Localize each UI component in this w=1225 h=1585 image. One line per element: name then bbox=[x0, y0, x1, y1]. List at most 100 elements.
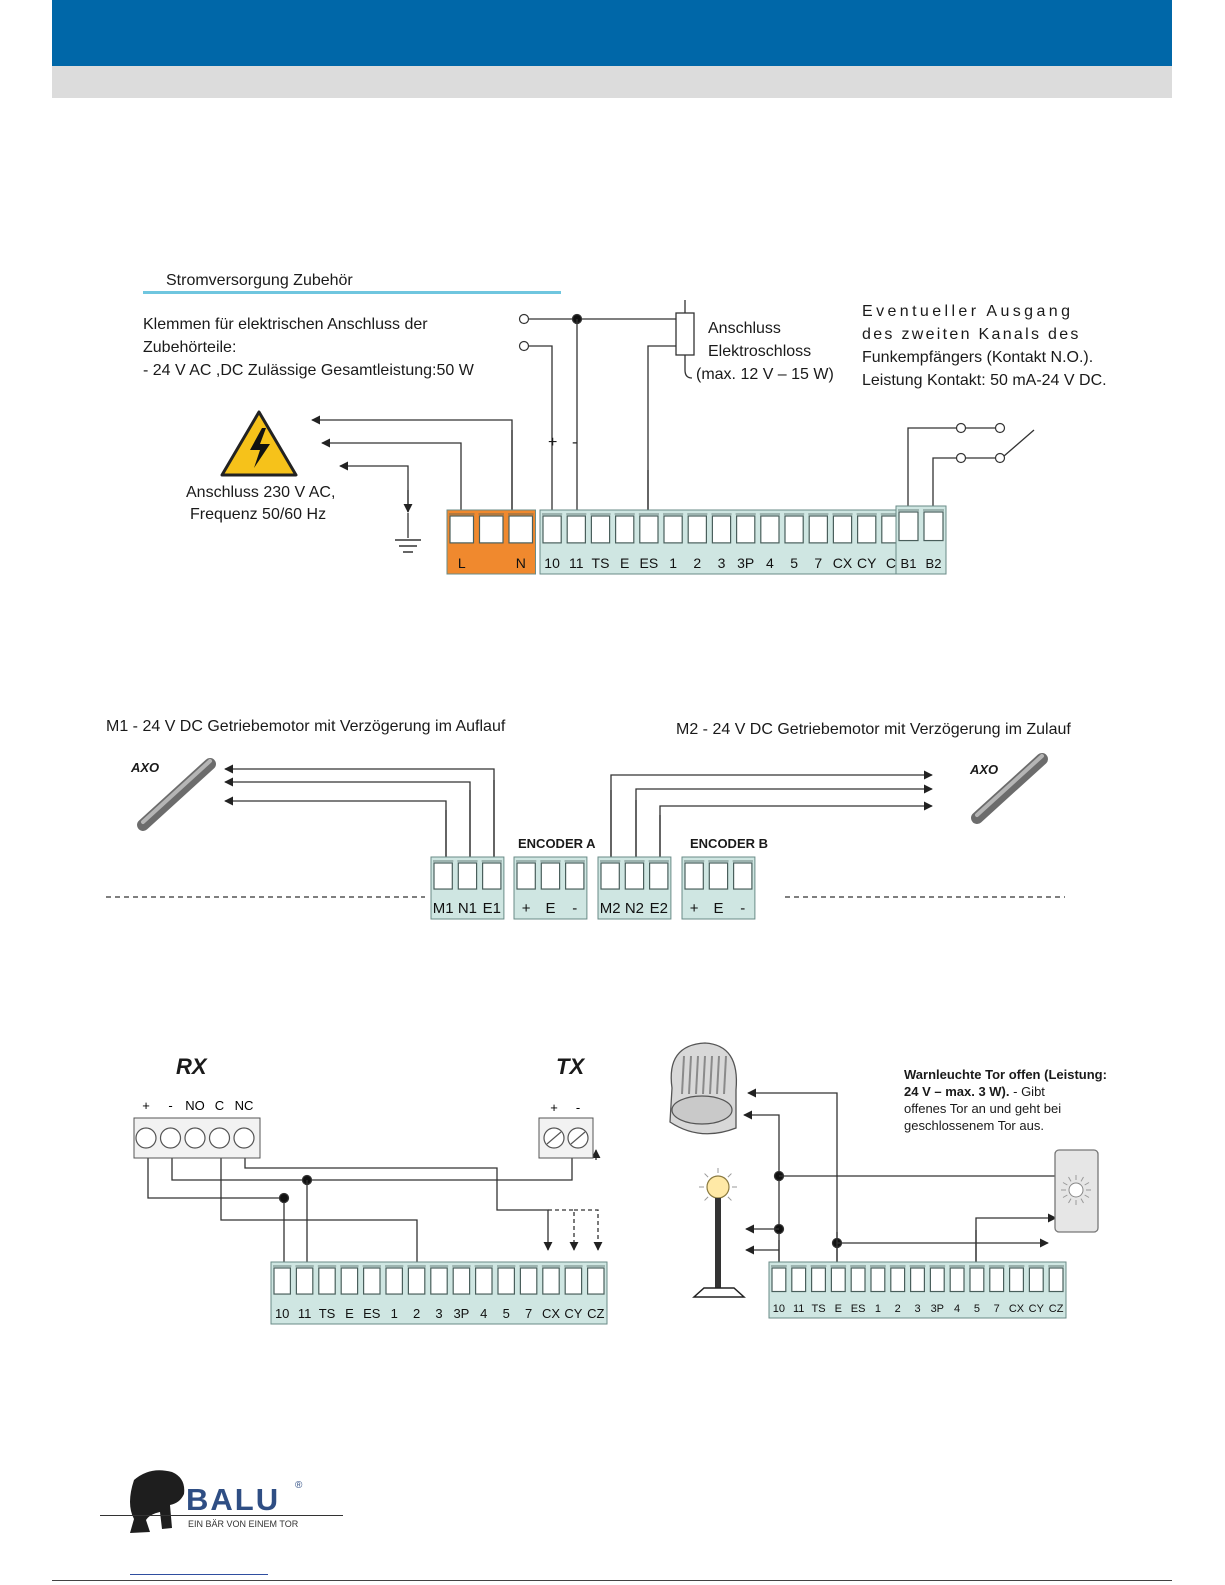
terminal-label: - bbox=[740, 900, 745, 917]
terminal-label: 11 bbox=[793, 1303, 804, 1315]
terminal-label: E bbox=[835, 1303, 842, 1315]
terminal-screw bbox=[340, 1267, 359, 1295]
terminal-label: 10 bbox=[275, 1306, 289, 1321]
terminal-label: N1 bbox=[458, 900, 477, 917]
rx-terminal-label: - bbox=[168, 1098, 172, 1113]
terminals-desc-line1: Klemmen für elektrischen Anschluss der bbox=[143, 316, 428, 333]
terminal-screw bbox=[850, 1267, 866, 1293]
terminal-label: 7 bbox=[814, 555, 822, 571]
warn-label-line4: geschlossenem Tor aus. bbox=[904, 1118, 1044, 1133]
terminal-label: E bbox=[620, 555, 629, 571]
tx-terminal-label: - bbox=[576, 1100, 580, 1115]
terminal-label: 5 bbox=[974, 1303, 980, 1315]
terminal-label: E2 bbox=[650, 900, 668, 917]
terminal-label: TS bbox=[811, 1303, 825, 1315]
terminal-label: M2 bbox=[600, 900, 621, 917]
terminal-label: E1 bbox=[483, 900, 501, 917]
terminal-screw bbox=[624, 862, 645, 890]
terminal-label: B1 bbox=[901, 556, 917, 571]
terminal-label: CY bbox=[564, 1306, 582, 1321]
m2-label: M2 - 24 V DC Getriebemotor mit Verzögeru… bbox=[676, 721, 1071, 738]
terminal-label: - bbox=[572, 900, 577, 917]
wire-terminal-ring bbox=[518, 340, 530, 352]
terminal-screw bbox=[363, 1267, 381, 1295]
terminal-screw bbox=[586, 1267, 605, 1295]
terminal-label: ES bbox=[640, 555, 659, 571]
wire-terminal-ring bbox=[994, 422, 1006, 434]
terminals-desc-line2: Zubehörteile: bbox=[143, 339, 237, 356]
terminal-screw bbox=[508, 515, 534, 544]
wire-terminal-ring bbox=[994, 452, 1006, 464]
terminal-label: E bbox=[713, 900, 723, 917]
terminal-screw bbox=[385, 1267, 403, 1295]
terminal-screw bbox=[732, 862, 753, 890]
terminal-screw bbox=[1008, 1267, 1024, 1293]
rx-label: RX bbox=[176, 1054, 207, 1079]
terminal-label: 1 bbox=[875, 1303, 881, 1315]
lock-label-line3: (max. 12 V – 15 W) bbox=[696, 366, 834, 383]
terminal-label: L bbox=[458, 555, 466, 571]
brand-registered: ® bbox=[295, 1480, 303, 1491]
terminal-label: N bbox=[516, 555, 526, 571]
terminal-screw bbox=[684, 862, 704, 890]
terminal-label: CX bbox=[542, 1306, 560, 1321]
terminal-screw bbox=[600, 862, 620, 890]
terminal-screw bbox=[969, 1267, 985, 1293]
terminal-screw bbox=[452, 1267, 471, 1295]
terminal-label: 3 bbox=[914, 1303, 920, 1315]
terminal-label: 3 bbox=[718, 555, 726, 571]
terminal-screw bbox=[497, 1267, 515, 1295]
footer-rule bbox=[52, 1580, 1172, 1581]
channel-label-line2: des zweiten Kanals des bbox=[862, 326, 1081, 343]
terminal-label: E bbox=[545, 900, 555, 917]
terminal-screw bbox=[590, 515, 611, 544]
terminal-screw bbox=[433, 862, 453, 890]
wire bbox=[635, 784, 933, 867]
terminal-screw bbox=[771, 1267, 787, 1293]
warn-label-bold: 24 V – max. 3 W). bbox=[904, 1084, 1010, 1099]
terminal-screw bbox=[273, 1267, 291, 1295]
terminal-label: 3P bbox=[453, 1306, 469, 1321]
axo-motor-left-icon bbox=[137, 758, 216, 831]
terminal-screw bbox=[614, 515, 635, 544]
brand-logo-text: BALU bbox=[186, 1482, 281, 1517]
wire-terminal-ring bbox=[518, 313, 530, 325]
lock-label-line1: Anschluss bbox=[708, 320, 781, 337]
terminal-screw bbox=[457, 862, 478, 890]
terminal-screw bbox=[832, 515, 853, 544]
rx-terminal-label: + bbox=[142, 1098, 150, 1113]
terminal-label: 11 bbox=[569, 555, 584, 571]
terminal-screw bbox=[540, 862, 561, 890]
terminal-screw bbox=[870, 1267, 886, 1293]
terminal-screw bbox=[923, 511, 944, 542]
terminal-screw bbox=[1028, 1267, 1044, 1293]
mains-label-line1: Anschluss 230 V AC, bbox=[186, 484, 336, 501]
terminal-label: CX bbox=[1009, 1303, 1025, 1315]
electric-lock-icon bbox=[675, 300, 695, 379]
header-grey-band bbox=[52, 66, 1172, 98]
warn-label-rest: - Gibt bbox=[1013, 1084, 1045, 1099]
wire-terminal-ring bbox=[955, 452, 967, 464]
terminal-label: 11 bbox=[298, 1306, 312, 1321]
terminal-label: 10 bbox=[773, 1303, 785, 1315]
encoder-a-label: ENCODER A bbox=[518, 836, 596, 851]
terminal-label: 4 bbox=[954, 1303, 960, 1315]
wire bbox=[548, 1209, 579, 1251]
wire bbox=[321, 438, 462, 522]
channel-label-line3: Funkempfängers (Kontakt N.O.). bbox=[862, 349, 1094, 366]
terminal-label: 5 bbox=[503, 1306, 510, 1321]
terminal-screw bbox=[430, 1267, 448, 1295]
terminal-screw bbox=[564, 1267, 583, 1295]
terminal-screw bbox=[295, 1267, 314, 1295]
warning-lamp-post-icon bbox=[692, 1168, 746, 1298]
footer-link-line bbox=[130, 1574, 268, 1575]
wire bbox=[311, 415, 513, 522]
terminal-label: ES bbox=[363, 1306, 381, 1321]
section1-divider bbox=[143, 291, 561, 294]
wire bbox=[339, 461, 409, 512]
